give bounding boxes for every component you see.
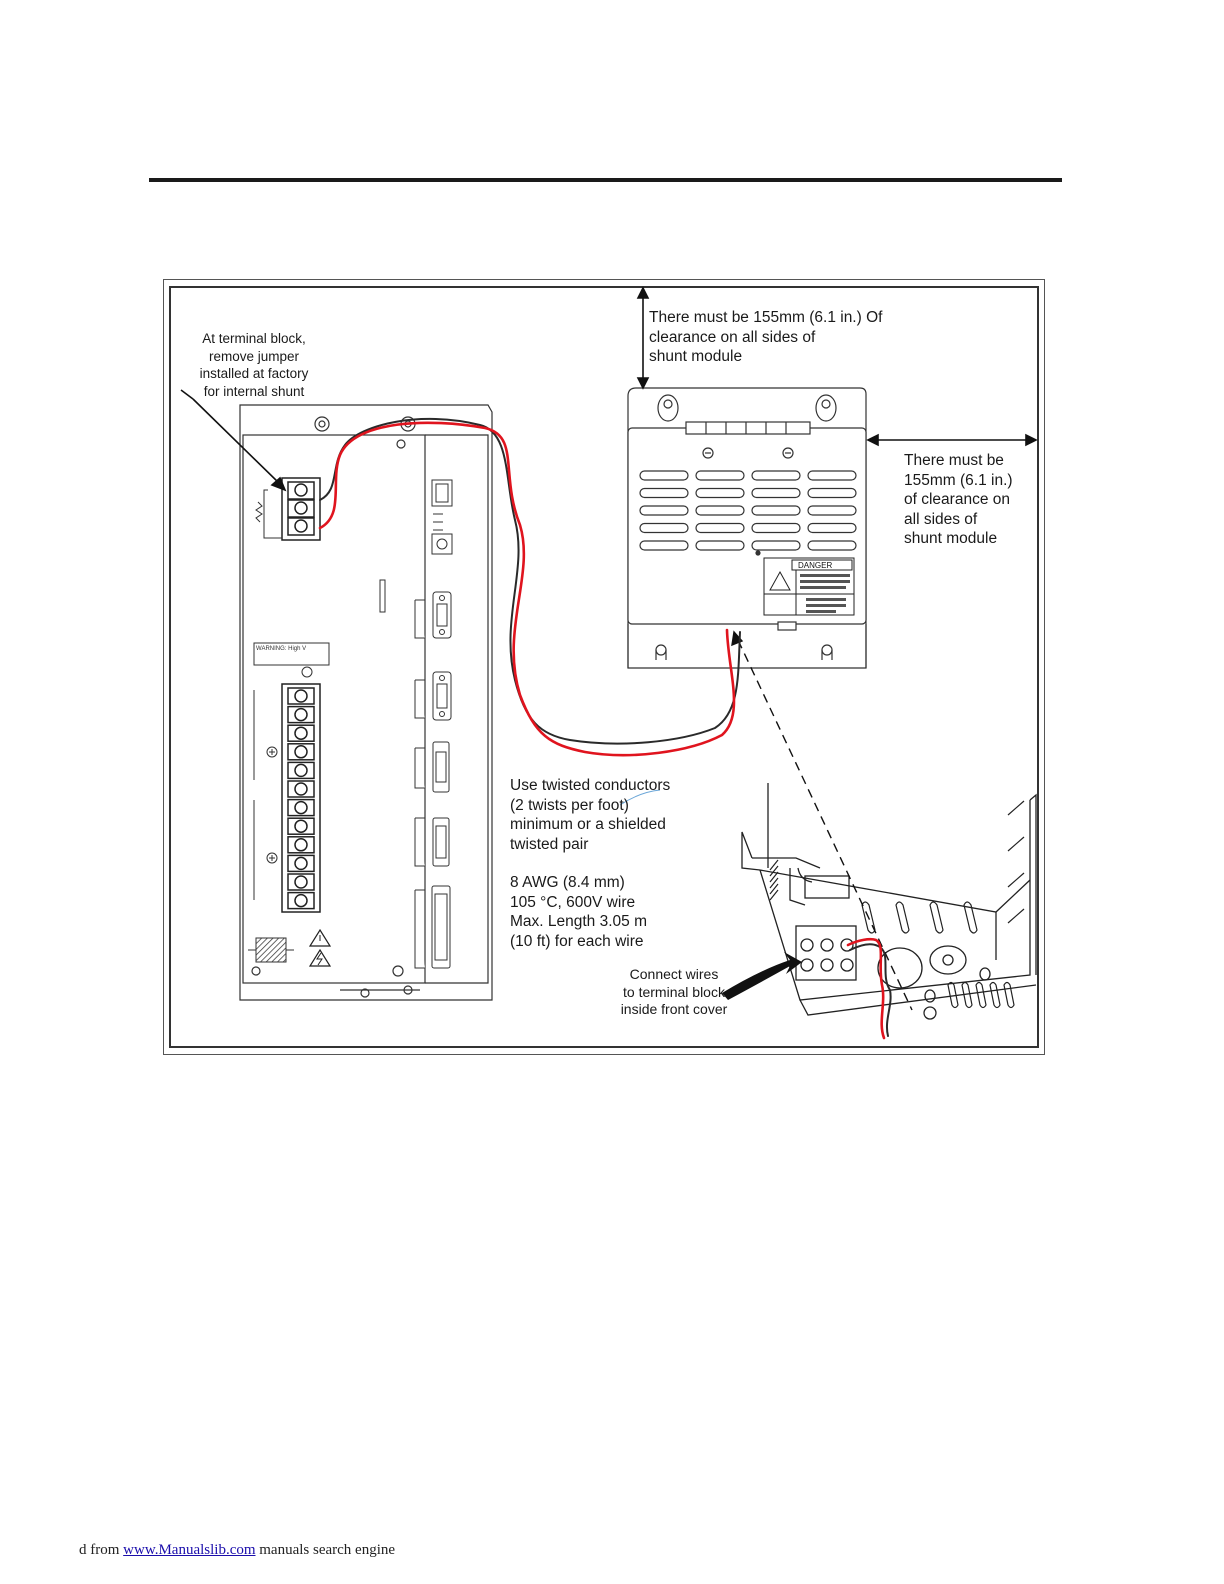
enclosure-side-slot	[1007, 872, 1025, 888]
enclosure-side-slot	[1007, 908, 1025, 924]
shunt-vents	[639, 470, 857, 551]
terminal-screw	[294, 893, 308, 908]
warning-label-box	[253, 642, 330, 666]
shunt-terminal-block	[281, 477, 321, 541]
status-display	[431, 479, 453, 555]
enclosure-left-slot	[769, 859, 779, 871]
terminal-screw	[294, 838, 308, 852]
terminal-screw	[294, 763, 308, 778]
enclosure-side-slot	[1007, 800, 1025, 816]
vent-slot	[807, 505, 857, 516]
terminal-screw	[294, 875, 308, 889]
twisted-conductor-note: Use twisted conductors (2 twists per foo…	[510, 777, 671, 853]
terminal-screw	[294, 856, 308, 871]
vent-slot	[751, 522, 801, 534]
hatched-connector	[255, 937, 287, 963]
drive-unit	[239, 404, 493, 1001]
clearance-top-note: There must be 155mm (6.1 in.) Of clearan…	[649, 309, 883, 365]
twisted-wire-pair	[318, 417, 892, 1040]
vent-slot	[695, 540, 745, 551]
drive-connectors	[414, 591, 452, 969]
vent-slot	[695, 505, 745, 516]
vent-slot	[639, 540, 689, 551]
vent-slot	[695, 470, 745, 481]
footer-prefix: d from	[79, 1542, 124, 1558]
vent-slot	[639, 470, 689, 481]
vent-slot	[639, 487, 689, 499]
vent-slot	[751, 540, 801, 551]
clearance-arrows	[636, 286, 1038, 447]
terminal-screw	[294, 819, 308, 833]
vent-slot	[807, 470, 857, 481]
terminal-screw	[294, 745, 308, 759]
power-terminal-block	[281, 683, 321, 913]
enclosure-left-slot	[769, 871, 779, 883]
figure-frame-inner	[169, 286, 1039, 1048]
terminal-screw	[294, 782, 308, 796]
danger-label	[763, 557, 855, 616]
vent-slot	[807, 487, 857, 499]
vent-slot	[639, 505, 689, 516]
vent-slot	[751, 470, 801, 481]
enclosure-vent-slot	[929, 901, 944, 934]
terminal-screw	[294, 689, 308, 703]
clearance-side-note: There must be 155mm (6.1 in.) of clearan…	[904, 452, 1013, 547]
footer-suffix: manuals search engine	[255, 1542, 396, 1558]
connect-arrow	[722, 952, 802, 1000]
high-voltage-triangle-icon	[308, 948, 332, 967]
wire-spec-note: 8 AWG (8.4 mm) 105 °C, 600V wire Max. Le…	[510, 874, 647, 950]
vent-slot	[751, 505, 801, 516]
vent-slot	[807, 522, 857, 534]
enclosure-vents	[769, 800, 1025, 1009]
enclosure-left-slot	[769, 877, 779, 889]
warning-label-text: WARNING: High V	[256, 646, 306, 652]
header-rule	[149, 178, 1062, 182]
enclosure-vent-slot	[1003, 981, 1015, 1009]
vent-slot	[639, 522, 689, 534]
figure-frame-outer	[163, 279, 1045, 1055]
vent-slot	[695, 522, 745, 534]
vent-slot	[751, 487, 801, 499]
connect-wires-note: Connect wires to terminal block inside f…	[620, 966, 728, 1017]
terminal-screw	[294, 800, 308, 815]
enclosure-cutaway	[741, 783, 1037, 1020]
enclosure-vent-slot	[895, 901, 910, 934]
vent-slot	[695, 487, 745, 499]
jumper-note: At terminal block, remove jumper install…	[199, 331, 309, 399]
enclosure-left-slot	[769, 865, 779, 877]
terminal-screw	[294, 707, 308, 722]
enclosure-vent-slot	[963, 901, 978, 934]
enclosure-left-slot	[769, 883, 779, 895]
danger-label-text: DANGER	[798, 561, 832, 570]
enclosure-vent-slot	[975, 981, 987, 1009]
enclosure-vent-slot	[947, 981, 959, 1009]
enclosure-vent-slot	[961, 981, 973, 1009]
enclosure-vent-slot	[989, 981, 1001, 1009]
terminal-screw	[294, 726, 308, 740]
vent-slot	[807, 540, 857, 551]
manualslib-link[interactable]: www.Manualslib.com	[123, 1542, 256, 1558]
jumper-pointer-arrow	[180, 389, 287, 492]
enclosure-left-slot	[769, 889, 779, 901]
footer: d from www.Manualslib.com manuals search…	[79, 1542, 395, 1559]
enclosure-side-slot	[1007, 836, 1025, 852]
